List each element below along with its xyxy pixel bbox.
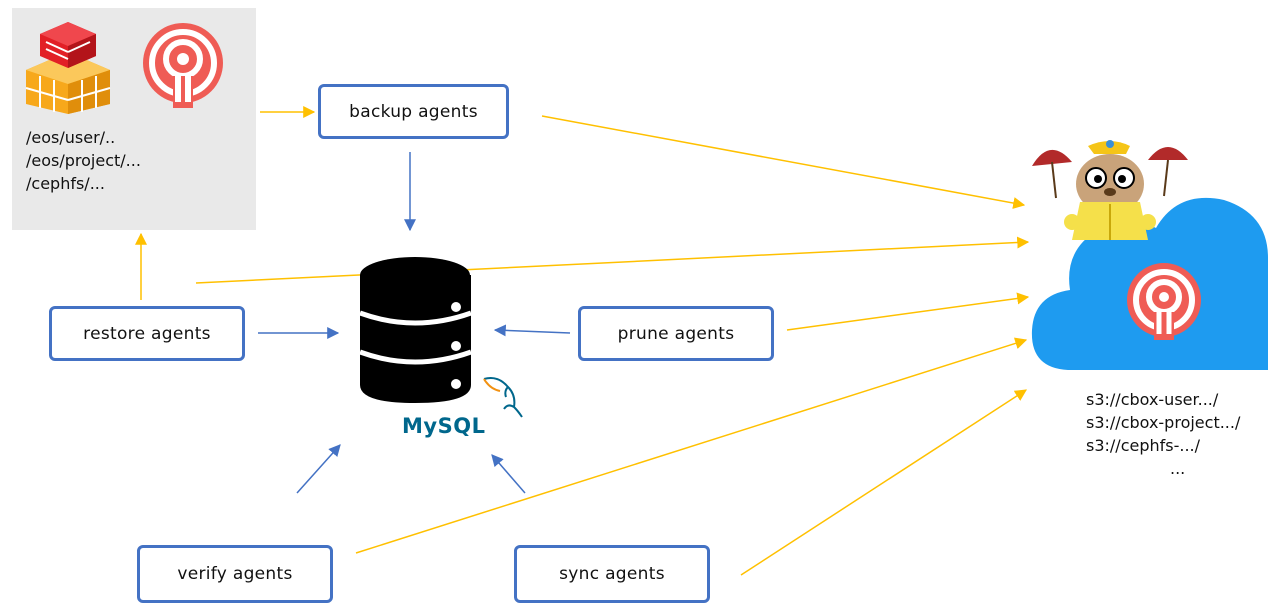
source-path-eos-user: /eos/user/.. [26, 128, 116, 147]
gopher-mascot-icon [1032, 140, 1188, 240]
source-path-cephfs: /cephfs/... [26, 174, 105, 193]
ceph-logo-icon [143, 23, 223, 108]
s3-path-more: ... [1170, 459, 1186, 478]
mysql-logo-text: MySQL [402, 414, 486, 438]
verify-agents-box[interactable]: verify agents [137, 545, 333, 603]
eos-logo-icon [25, 22, 111, 114]
backup-agents-box[interactable]: backup agents [318, 84, 509, 139]
sync-agents-box[interactable]: sync agents [514, 545, 710, 603]
source-path-eos-project: /eos/project/... [26, 151, 141, 170]
arrow-backup-to-s3 [541, 115, 1026, 209]
restore-agents-box[interactable]: restore agents [49, 306, 245, 361]
arrow-sync-to-db [491, 454, 526, 494]
mysql-dolphin-icon [483, 377, 523, 418]
s3-path-cbox-user: s3://cbox-user.../ [1086, 390, 1219, 409]
cloud-icon [1031, 197, 1268, 370]
ceph-logo-icon [1127, 263, 1201, 340]
arrow-verify-to-db [296, 444, 341, 494]
storage-source-panel: /eos/user/.. /eos/project/... /cephfs/..… [12, 8, 256, 230]
database-icon [359, 257, 472, 403]
arrow-prune-to-db [493, 324, 571, 337]
s3-path-cephfs: s3://cephfs-.../ [1086, 436, 1201, 455]
s3-path-cbox-project: s3://cbox-project.../ [1086, 413, 1241, 432]
arrow-restore-from-s3 [195, 236, 1030, 284]
arrow-verify-to-s3 [355, 337, 1028, 554]
prune-agents-box[interactable]: prune agents [578, 306, 774, 361]
arrow-sync-to-s3 [740, 389, 1028, 576]
arrow-prune-to-s3 [786, 292, 1030, 331]
